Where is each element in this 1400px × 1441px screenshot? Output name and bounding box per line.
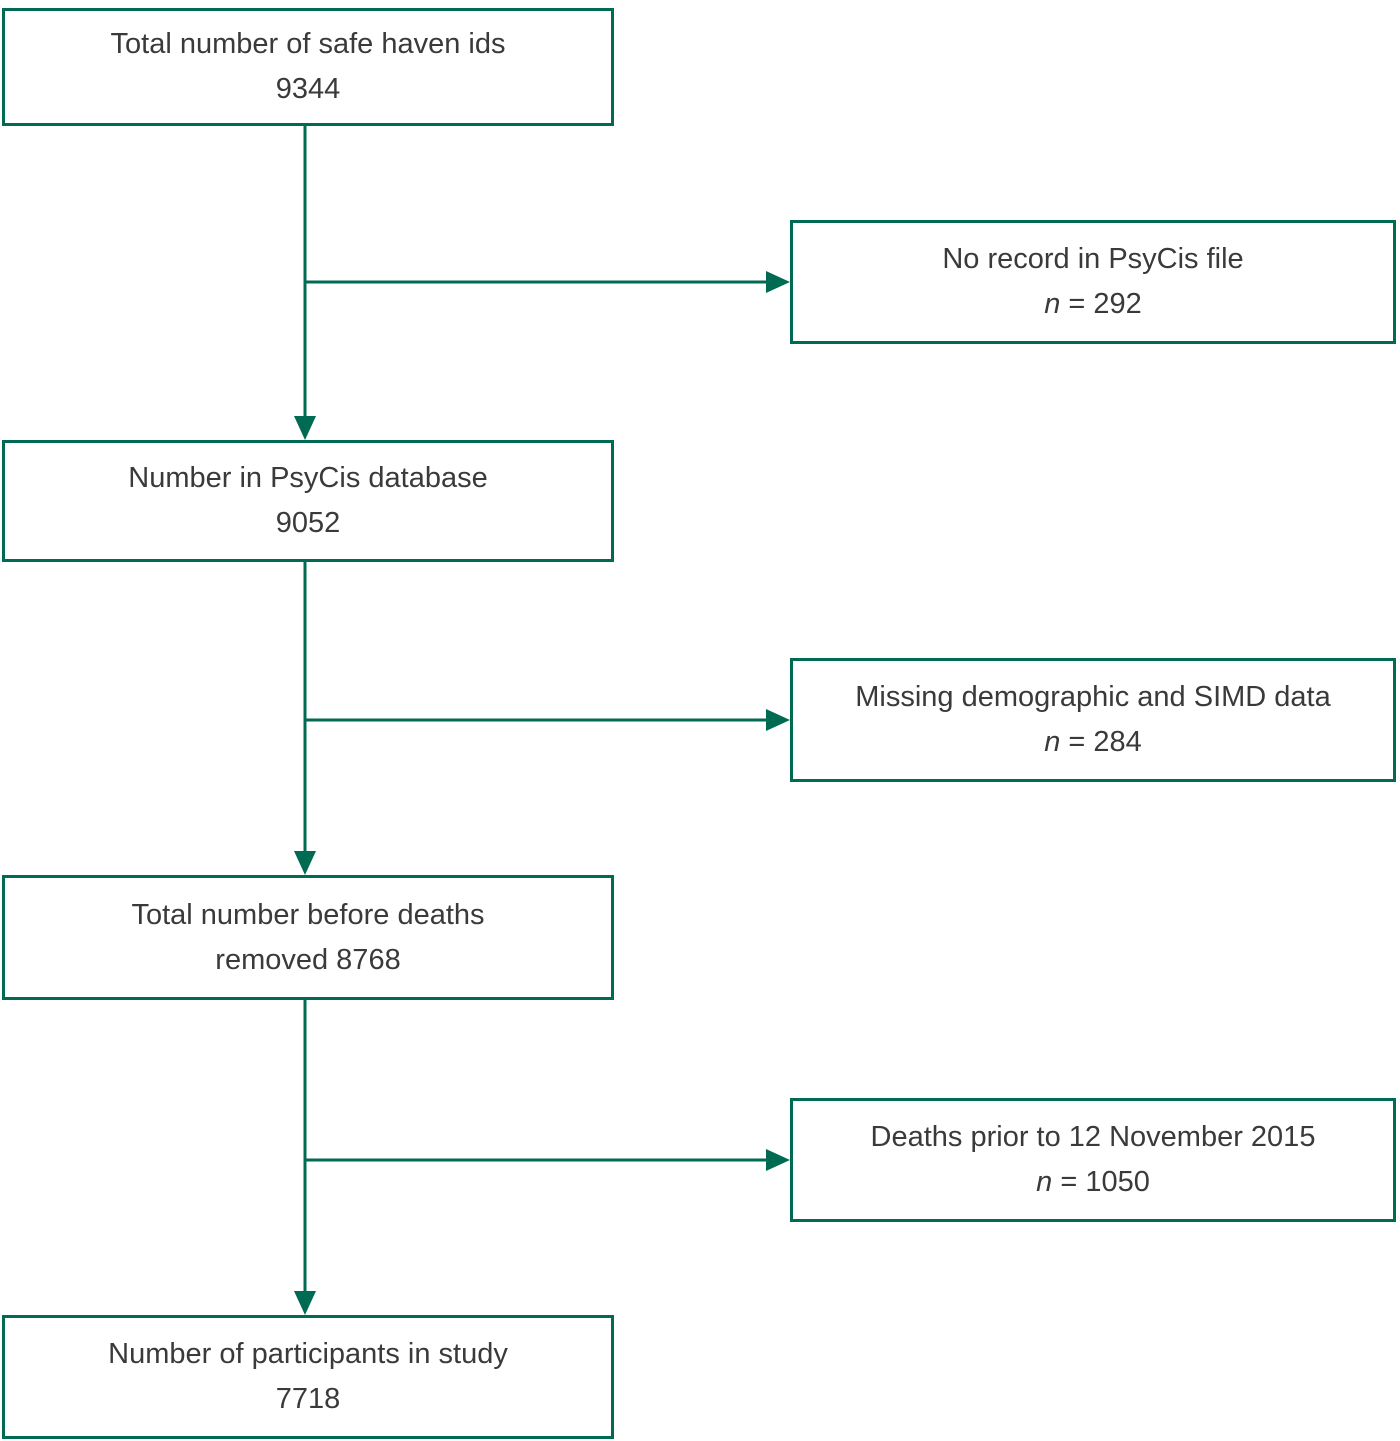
flow-box-total-safe-haven-ids: Total number of safe haven ids 9344	[2, 8, 614, 126]
box-n-line: n = 284	[1044, 720, 1142, 765]
box-value: 9344	[275, 73, 341, 105]
arrow-down-1-head	[294, 416, 316, 440]
arrow-branch-3-head	[766, 1149, 790, 1171]
n-symbol: n	[1044, 288, 1061, 320]
flow-box-participants-in-study: Number of participants in study 7718	[2, 1315, 614, 1439]
box-title: Missing demographic and SIMD data	[855, 681, 1331, 714]
flow-box-before-deaths-removed: Total number before deaths removed 8768	[2, 875, 614, 1000]
arrow-down-2-head	[294, 851, 316, 875]
box-title: Number in PsyCis database	[128, 462, 488, 495]
box-title: No record in PsyCis file	[942, 243, 1244, 276]
box-value: 9052	[275, 507, 341, 539]
n-symbol: n	[1044, 726, 1061, 758]
n-symbol: n	[1036, 1166, 1053, 1198]
flow-box-psycis-database: Number in PsyCis database 9052	[2, 440, 614, 562]
n-value: = 284	[1060, 726, 1142, 758]
box-title: Total number of safe haven ids	[110, 28, 506, 61]
arrow-branch-2-head	[766, 709, 790, 731]
arrow-branch-1-head	[766, 271, 790, 293]
box-title: Number of participants in study	[108, 1338, 508, 1371]
box-value: 7718	[275, 1383, 341, 1415]
box-n-line: n = 1050	[1036, 1160, 1150, 1205]
flow-box-missing-demographic-simd: Missing demographic and SIMD data n = 28…	[790, 658, 1396, 782]
flow-box-no-record-psycis: No record in PsyCis file n = 292	[790, 220, 1396, 344]
box-n-line: n = 292	[1044, 282, 1142, 327]
n-value: = 292	[1060, 288, 1142, 320]
box-title: Total number before deaths	[131, 898, 485, 931]
n-value: = 1050	[1052, 1166, 1150, 1198]
box-title: Deaths prior to 12 November 2015	[870, 1121, 1316, 1154]
flow-box-deaths-prior: Deaths prior to 12 November 2015 n = 105…	[790, 1098, 1396, 1222]
box-value: removed 8768	[215, 943, 401, 976]
arrow-down-3-head	[294, 1291, 316, 1315]
